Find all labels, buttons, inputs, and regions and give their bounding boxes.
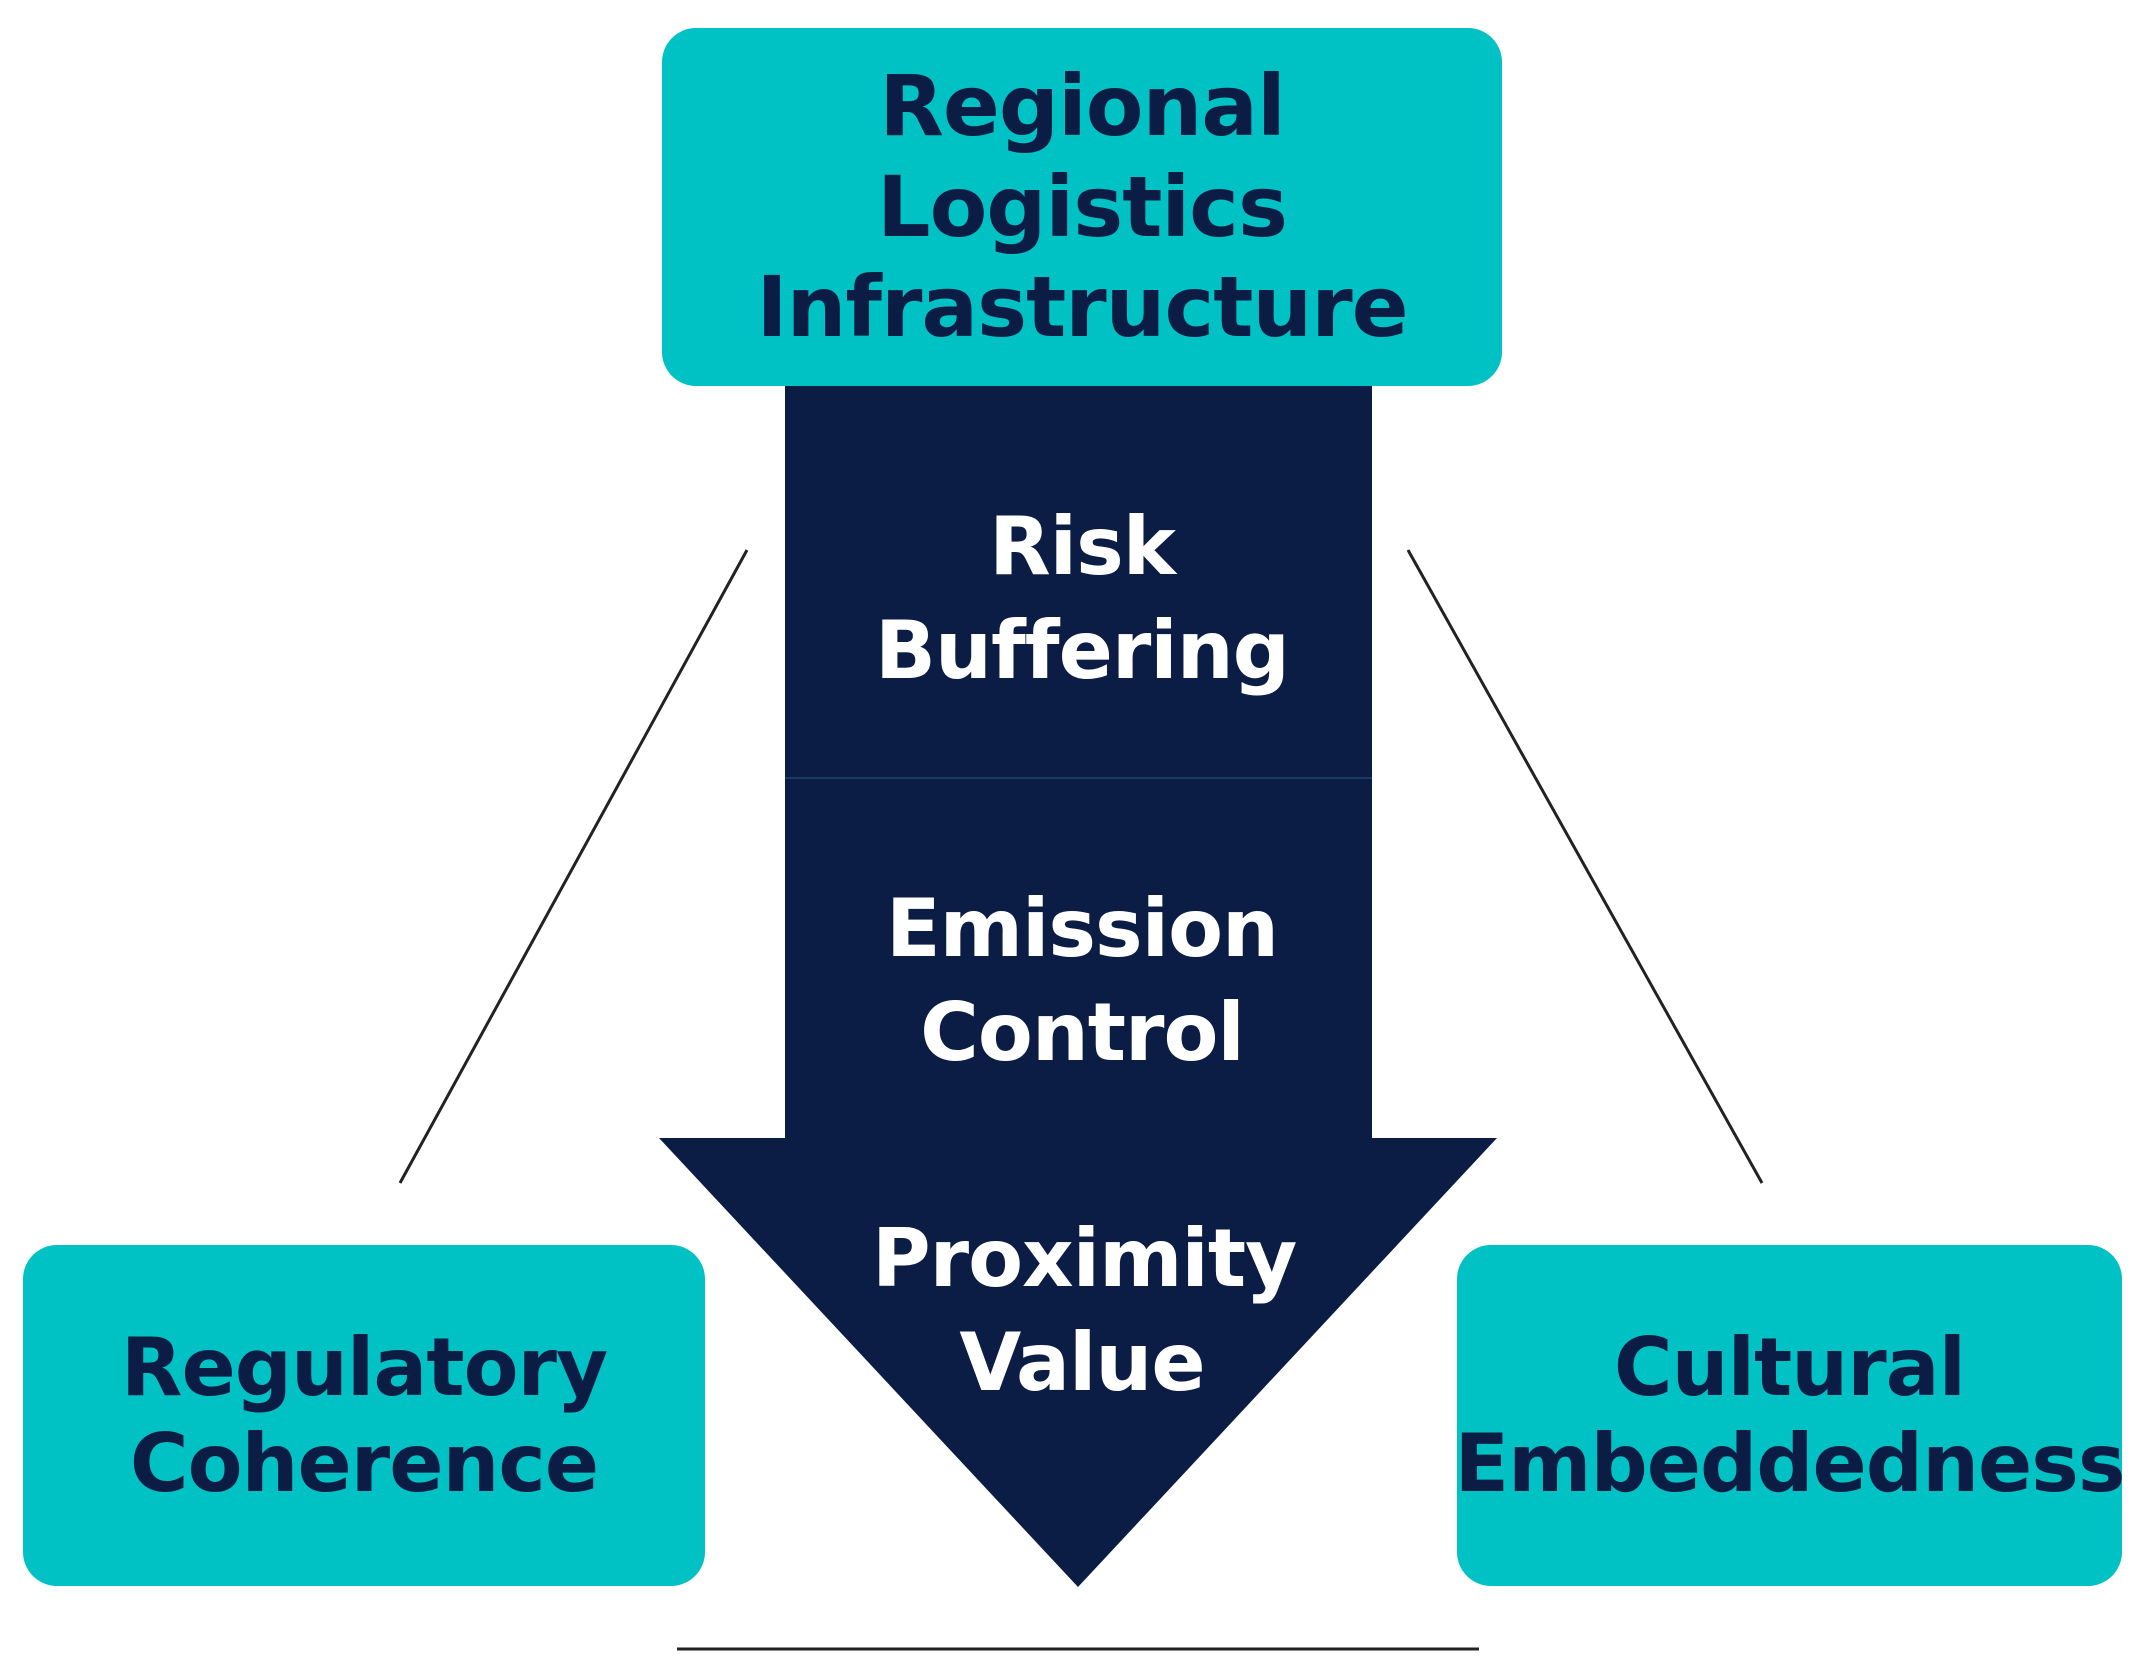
top-box-label: Regional Logistics Infrastructure — [756, 56, 1408, 357]
emission-control-label: Emission Control — [886, 882, 1279, 1079]
proximity-value-label: Proximity Value — [872, 1212, 1297, 1409]
left-connector-line — [398, 549, 749, 1184]
regulatory-coherence-box: Regulatory Coherence — [23, 1245, 705, 1586]
central-down-arrow — [659, 386, 1497, 1587]
regional-logistics-infrastructure-box: Regional Logistics Infrastructure — [662, 28, 1502, 386]
cultural-embeddedness-box: Cultural Embeddedness — [1454, 1245, 2126, 1586]
left-box-label: Regulatory Coherence — [120, 1320, 608, 1510]
right-connector-line — [1406, 549, 1764, 1184]
right-box-label: Cultural Embeddedness — [1454, 1320, 2125, 1510]
risk-buffering-label: Risk Buffering — [875, 500, 1290, 697]
